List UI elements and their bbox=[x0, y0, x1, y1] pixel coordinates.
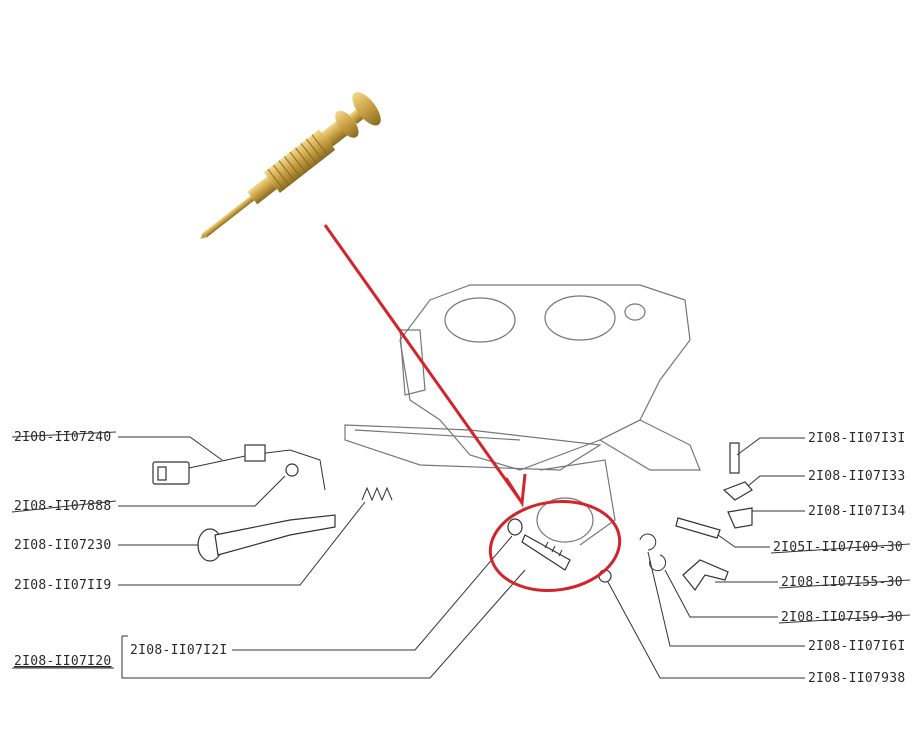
sub-part-number-label: 2I08-II07I2I bbox=[130, 643, 228, 658]
part-number-label: 2I05I-II07I09-30 bbox=[773, 540, 903, 555]
part-number-label: 2I08-II07230 bbox=[14, 538, 112, 553]
part-number-label: 2I08-II07938 bbox=[808, 671, 906, 686]
part-number-label: 2I08-II07I33 bbox=[808, 469, 906, 484]
adjuster-screw-part bbox=[197, 514, 336, 562]
part-number-label: 2I08-II07I34 bbox=[808, 504, 906, 519]
leader-lines bbox=[118, 436, 805, 679]
highlight-annotation bbox=[323, 224, 622, 593]
washer-part bbox=[507, 518, 523, 536]
part-number-label: 2I08-II07I6I bbox=[808, 639, 906, 654]
screw-part bbox=[285, 463, 299, 477]
part-number-label: 2I08-II07240 bbox=[14, 430, 112, 445]
part-number-label: 2I08-II07I55-30 bbox=[781, 575, 903, 590]
part-number-label: 2I08-II07I59-30 bbox=[781, 610, 903, 625]
right-small-parts bbox=[639, 442, 753, 592]
right-labels: 2I08-II07I3I 2I08-II07I33 2I08-II07I34 2… bbox=[770, 431, 911, 686]
assembly-part-number-label: 2I08-II07I20 bbox=[14, 654, 112, 669]
idle-mixture-screw-part bbox=[521, 534, 571, 571]
spring-part bbox=[361, 486, 393, 502]
connector-wire-part bbox=[152, 444, 326, 491]
mixture-screw-photo bbox=[200, 92, 381, 239]
part-number-label: 2I08-II07II9 bbox=[14, 578, 112, 593]
left-labels: 2I08-II07240 2I08-II07888 2I08-II07230 2… bbox=[11, 430, 228, 669]
part-number-label: 2I08-II07I3I bbox=[808, 431, 906, 446]
